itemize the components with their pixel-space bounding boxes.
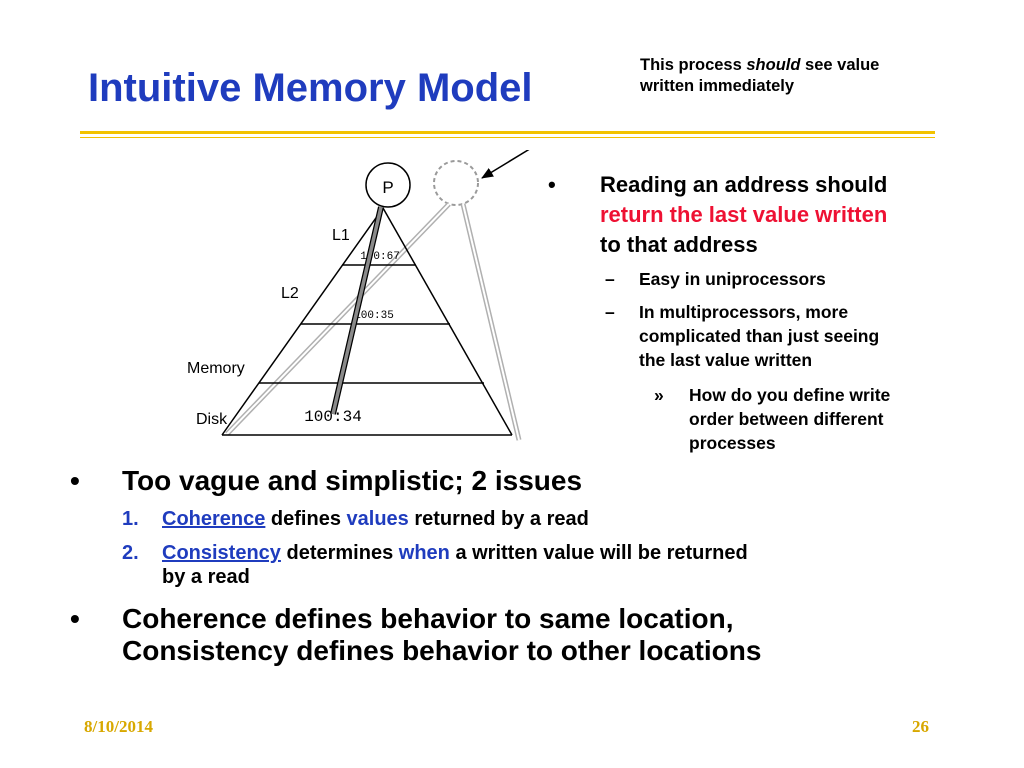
item-number: 1. — [122, 508, 139, 530]
bullet-mark: • — [70, 603, 80, 634]
level-label-disk: Disk — [196, 411, 228, 428]
numbered-item-coherence: 1. Coherence defines values returned by … — [122, 507, 942, 531]
title-rule — [80, 131, 935, 134]
footer-date: 8/10/2014 — [84, 717, 153, 736]
bullet-text: Coherence defines behavior to same locat… — [122, 603, 734, 634]
subsub-text: processes — [689, 433, 776, 453]
callout-line-1: This process should see value — [640, 55, 960, 76]
disk-value: 100:34 — [304, 408, 362, 426]
bullet-mark: • — [70, 465, 80, 496]
sub-bullet-text: Easy in uniprocessors — [639, 269, 826, 289]
sub-bullet-text: complicated than just seeing — [639, 326, 880, 346]
item-text: determines — [280, 542, 399, 564]
callout-text: This process should see value written im… — [640, 55, 960, 97]
consistency-link[interactable]: Consistency — [162, 542, 281, 564]
callout-line-2: written immediately — [640, 77, 795, 95]
sub-bullet-multiprocessors: – In multiprocessors, more complicated t… — [605, 300, 965, 372]
processor-label: P — [382, 178, 393, 197]
item-line-2: by a read — [162, 566, 250, 588]
bullet-mark: • — [548, 172, 556, 197]
level-label-l1: L1 — [332, 227, 350, 244]
sub-bullet-text: the last value written — [639, 350, 813, 370]
remote-process-circle — [433, 160, 479, 206]
title-rule-thin — [80, 137, 935, 138]
item-text: returned by a read — [408, 508, 589, 530]
right-bullet-line-3: to that address — [600, 232, 758, 257]
sub-bullet-text: In multiprocessors, more — [639, 302, 849, 322]
callout-before: This process — [640, 56, 747, 74]
item-line: Coherence defines values returned by a r… — [162, 507, 942, 531]
dash-mark: – — [605, 302, 615, 322]
right-bullet-highlight: return the last value written — [600, 202, 888, 227]
subsub-text: order between different — [689, 409, 884, 429]
bullet-coherence-consistency: • Coherence defines behavior to same loc… — [70, 603, 970, 667]
callout-emphasis: should — [746, 56, 801, 74]
right-bullet-line-1: Reading an address should — [600, 172, 888, 197]
bullet-too-vague: • Too vague and simplistic; 2 issues — [70, 465, 970, 497]
callout-after: see value — [800, 56, 880, 74]
right-bullet-text: Reading an address should return the las… — [600, 170, 985, 260]
item-text: defines — [265, 508, 347, 530]
level-label-memory: Memory — [187, 360, 245, 377]
chevron-mark: » — [654, 385, 664, 405]
pyramid-left-edge — [221, 207, 384, 436]
item-line: Consistency determines when a written va… — [162, 541, 942, 565]
memory-hierarchy-diagram: P 100:67 100:35 100:34 L1 L2 Memory Disk — [187, 150, 530, 441]
slide-title: Intuitive Memory Model — [88, 66, 533, 110]
subsub-text: How do you define write — [689, 385, 891, 405]
item-number: 2. — [122, 542, 139, 564]
processor-circle — [365, 162, 411, 208]
pyramid-right-edge — [382, 207, 513, 436]
item-text: a written value will be returned — [449, 542, 748, 564]
bullet-text: Consistency defines behavior to other lo… — [122, 635, 762, 666]
coherence-link[interactable]: Coherence — [162, 508, 266, 530]
footer-page-number: 26 — [912, 717, 929, 736]
level-label-l2: L2 — [281, 285, 299, 302]
l2-value: 100:35 — [354, 310, 394, 322]
dash-mark: – — [605, 269, 615, 289]
numbered-item-consistency: 2. Consistency determines when a written… — [122, 541, 942, 589]
callout-arrow — [481, 150, 530, 179]
subsub-bullet-write-order: » How do you define write order between … — [654, 383, 974, 455]
sub-bullet-uniprocessors: – Easy in uniprocessors — [605, 267, 965, 291]
item-keyword: values — [346, 508, 409, 530]
item-keyword: when — [398, 542, 450, 564]
bullet-text: Too vague and simplistic; 2 issues — [122, 465, 583, 496]
